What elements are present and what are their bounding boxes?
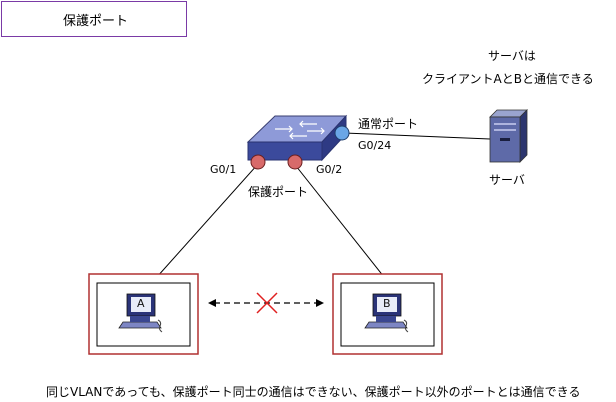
normal-port-label: 通常ポート: [358, 117, 419, 131]
diagram-title-text: 保護ポート: [63, 13, 129, 29]
port-g024-label: G0/24: [358, 139, 392, 152]
switch-icon: [246, 114, 348, 162]
client-b-label: B: [383, 297, 391, 310]
caption: 同じVLANであっても、保護ポート同士の通信はできない、保護ポート以外のポートと…: [46, 385, 581, 399]
port-g01-label: G0/1: [210, 163, 237, 176]
client-a-label: A: [137, 297, 145, 310]
protected-port-g02: [287, 154, 303, 170]
client-a-frame: [88, 273, 199, 355]
link-switch-to-client-b: [295, 165, 393, 288]
server-note-line1: サーバは: [488, 49, 536, 63]
blocked-communication-arrow: [208, 292, 324, 314]
protected-port-g01: [250, 154, 266, 170]
server-icon: [489, 109, 528, 163]
link-switch-to-server: [343, 132, 491, 140]
protected-port-label: 保護ポート: [248, 185, 309, 199]
computer-b-icon: [364, 293, 409, 333]
port-g02-label: G0/2: [316, 163, 343, 176]
server-label: サーバ: [489, 173, 525, 187]
normal-port-g024: [334, 125, 350, 141]
server-note-line2: クライアントAとBと通信できる: [422, 72, 594, 86]
link-switch-to-client-a: [147, 163, 259, 288]
diagram-title: 保護ポート: [1, 1, 187, 37]
computer-a-icon: [118, 293, 163, 333]
